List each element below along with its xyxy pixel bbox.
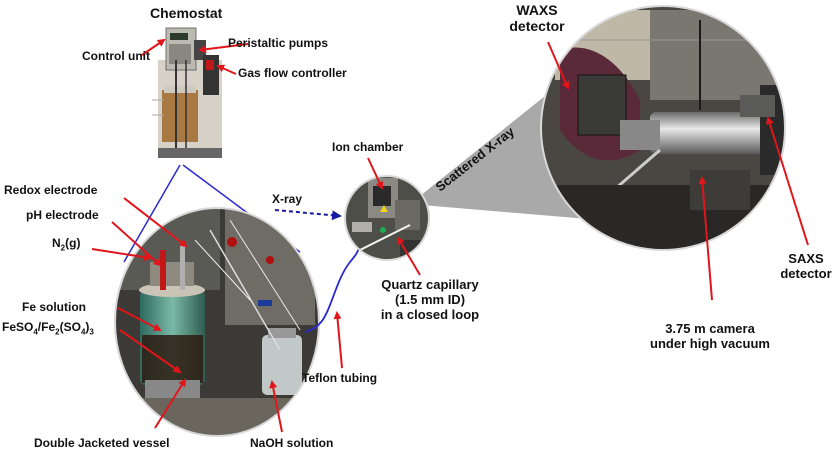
chemostat-title: Chemostat xyxy=(150,5,223,21)
vessel-photo xyxy=(114,207,320,437)
n2-gas-label: N2(g) xyxy=(52,236,81,253)
arrow-waxs-detector xyxy=(547,41,570,90)
callout-arrows xyxy=(91,38,809,433)
camera-label: 3.75 m camera under high vacuum xyxy=(650,321,770,351)
control-unit-label: Control unit xyxy=(82,49,150,63)
redox-electrode-label: Redox electrode xyxy=(4,183,98,197)
waxs-detector-label: WAXS detector xyxy=(509,2,565,35)
arrow-saxs-detector xyxy=(765,116,809,246)
arrow-n2 xyxy=(91,248,152,262)
ion-chamber-label: Ion chamber xyxy=(332,140,404,154)
quartz-capillary-label: Quartz capillary (1.5 mm ID) in a closed… xyxy=(380,277,480,322)
arrow-peristaltic-pumps xyxy=(198,43,249,54)
arrow-quartz-capillary xyxy=(396,236,421,276)
arrow-teflon-tubing xyxy=(333,311,343,369)
xray-beam-line xyxy=(274,209,342,221)
double-jacketed-vessel-label: Double Jacketed vessel xyxy=(34,436,170,450)
arrow-ion-chamber xyxy=(367,157,384,190)
teflon-tubing-line xyxy=(304,239,361,333)
naoh-solution-label: NaOH solution xyxy=(250,436,334,450)
ph-electrode-label: pH electrode xyxy=(26,208,99,222)
arrow-control-unit xyxy=(141,38,166,56)
teflon-tubing-label: Teflon tubing xyxy=(302,371,378,385)
gas-flow-controller-label: Gas flow controller xyxy=(238,66,347,80)
peristaltic-pumps-label: Peristaltic pumps xyxy=(228,36,329,50)
arrow-naoh-solution xyxy=(269,380,283,433)
feso4-label: FeSO4/Fe2(SO4)3 xyxy=(2,320,94,337)
saxs-detector-label: SAXS detector xyxy=(780,251,832,281)
arrow-feso4 xyxy=(119,329,182,374)
arrow-fe-solution xyxy=(117,307,162,331)
fe-solution-label: Fe solution xyxy=(22,300,86,314)
arrow-ph-electrode xyxy=(111,221,162,267)
arrow-redox-electrode xyxy=(123,197,188,248)
arrow-double-jacketed-vessel xyxy=(154,378,187,429)
chemostat-photo xyxy=(152,27,222,158)
xray-label: X-ray xyxy=(272,192,303,206)
arrow-camera xyxy=(698,176,713,301)
sample-cell-photo xyxy=(344,175,430,261)
arrow-gas-flow-controller xyxy=(216,64,237,75)
